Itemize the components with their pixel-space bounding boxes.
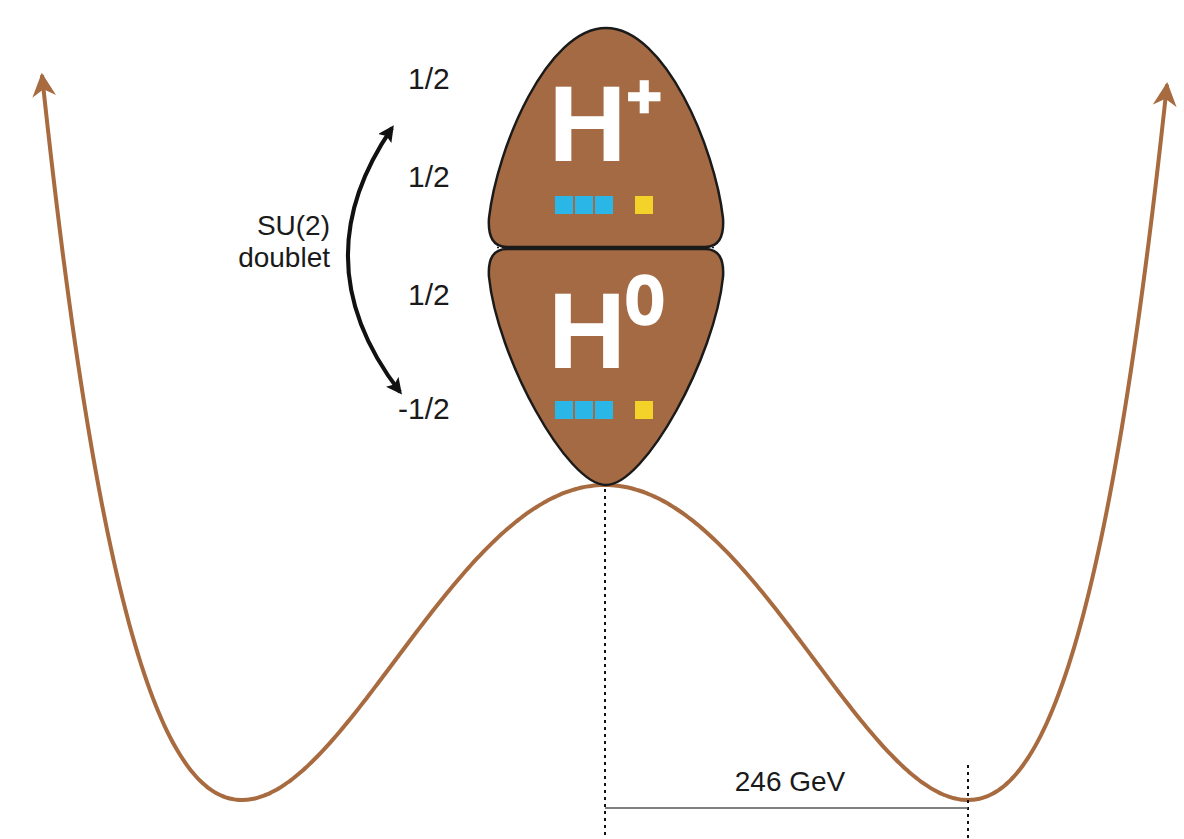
higgs-component: H⁺ (487, 28, 725, 248)
color-square (555, 196, 573, 214)
color-square (575, 196, 593, 214)
blob-fill (489, 28, 723, 247)
hypercharge-square (635, 196, 653, 214)
isospin-value: 1/2 (408, 62, 450, 97)
dashed-guide (604, 489, 606, 839)
isospin-value: 1/2 (408, 160, 450, 195)
hypercharge-square (635, 401, 653, 419)
particle-symbol: H⁰ (548, 277, 664, 385)
color-square (575, 401, 593, 419)
color-square (555, 401, 573, 419)
color-square (595, 401, 613, 419)
isospin-value: -1/2 (398, 392, 450, 427)
vev-dimension: 246 GeV (732, 766, 849, 798)
doublet-arrow (348, 128, 400, 392)
doublet-label: SU(2) doublet (180, 210, 330, 274)
color-square (595, 196, 613, 214)
blob-fill (489, 249, 723, 485)
isospin-value: 1/2 (408, 278, 450, 313)
higgs-component: H⁰ (487, 247, 725, 485)
dimension-line (605, 807, 968, 809)
particle-symbol: H⁺ (549, 70, 664, 178)
dashed-guide (967, 765, 969, 839)
